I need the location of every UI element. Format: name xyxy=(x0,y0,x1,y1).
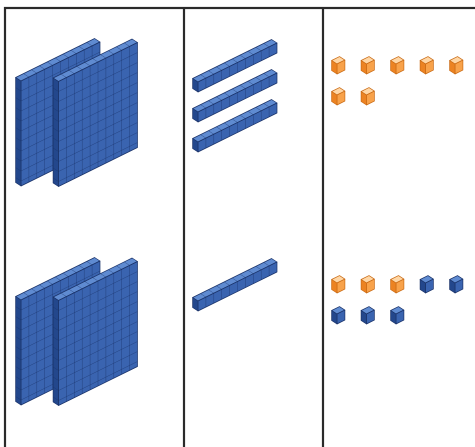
one-cube xyxy=(420,57,433,74)
one-cube xyxy=(332,276,345,293)
one-cube xyxy=(332,307,345,324)
one-cube xyxy=(391,276,404,293)
one-cube xyxy=(361,57,374,74)
one-cube xyxy=(391,57,404,74)
one-cube xyxy=(450,276,463,293)
one-cube xyxy=(450,57,463,74)
one-cube xyxy=(420,276,433,293)
one-cube xyxy=(361,276,374,293)
one-cube xyxy=(361,307,374,324)
one-cube xyxy=(391,307,404,324)
one-cube xyxy=(361,88,374,105)
one-cube xyxy=(332,88,345,105)
one-cube xyxy=(332,57,345,74)
